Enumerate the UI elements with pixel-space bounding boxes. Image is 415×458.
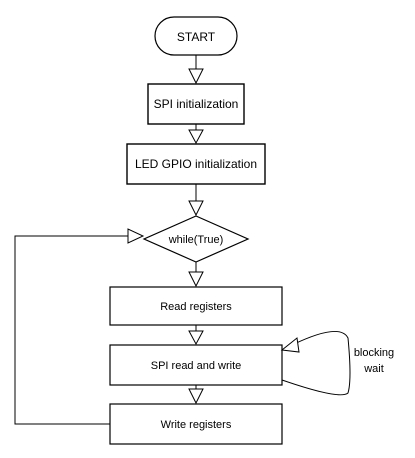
write-registers-box xyxy=(109,403,283,445)
arrow-head-to-spi-init xyxy=(188,68,204,85)
arrow-head-to-led-init xyxy=(188,129,204,145)
spi-read-write-label: SPI read and write xyxy=(151,360,242,372)
read-registers-box xyxy=(109,286,283,326)
arrow-head-to-spi-rw xyxy=(188,330,204,346)
spi-init-box xyxy=(147,83,245,125)
arrow-head-loop-back xyxy=(127,228,145,244)
while-true-label: while(True) xyxy=(168,234,224,246)
spi-init-label: SPI initialization xyxy=(154,97,239,111)
read-registers-label: Read registers xyxy=(160,301,232,313)
write-registers-label: Write registers xyxy=(161,419,232,431)
arrow-head-to-while xyxy=(188,200,204,217)
spi-read-write-box xyxy=(109,344,283,386)
start-label: START xyxy=(177,30,216,44)
arrow-head-blocking-wait xyxy=(280,337,300,353)
led-gpio-init-label: LED GPIO initialization xyxy=(135,157,257,171)
blocking-wait-label-line2: wait xyxy=(363,363,384,375)
blocking-wait-label-line1: blocking xyxy=(354,347,394,359)
arrow-head-to-write-registers xyxy=(188,388,204,405)
loop-back-connector xyxy=(14,235,128,425)
blocking-wait-loop xyxy=(281,330,351,396)
arrow-head-to-read-registers xyxy=(188,271,204,288)
